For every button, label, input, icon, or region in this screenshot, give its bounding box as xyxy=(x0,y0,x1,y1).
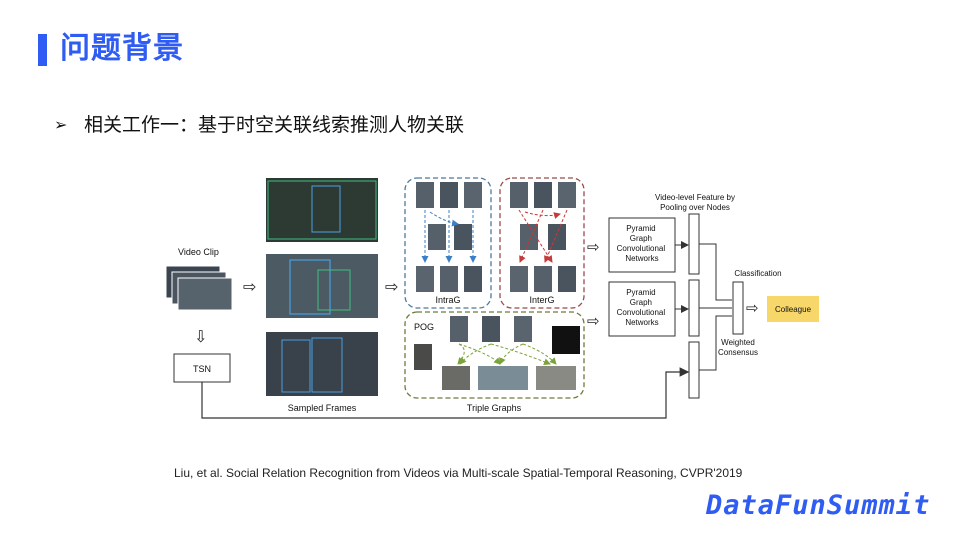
pog-label: POG xyxy=(414,322,434,332)
pgcn2-line2: Graph xyxy=(630,298,652,307)
result-box xyxy=(767,296,819,322)
interg-box xyxy=(499,177,585,309)
intrag-box xyxy=(404,177,492,309)
pog-box xyxy=(404,311,585,399)
sampled-frames xyxy=(266,178,378,396)
pgcn1-line3: Convolutional xyxy=(617,244,666,253)
consensus-bar xyxy=(732,281,744,335)
bullet-arrow-icon: ➢ xyxy=(54,115,68,134)
weighted-label-line1: Weighted xyxy=(721,338,755,347)
pgcn1-line1: Pyramid xyxy=(626,224,655,233)
tsn-box xyxy=(173,353,231,383)
feature-bar-2 xyxy=(688,279,700,337)
bullet-text: 相关工作一：基于时空关联线索推测人物关联 xyxy=(84,114,465,136)
brand-logo-text: DataFunSummit xyxy=(706,490,931,521)
tsn-skip-connection xyxy=(201,367,690,419)
pog-edges xyxy=(457,343,557,366)
feature-bar-3 xyxy=(688,341,700,399)
video-feature-label-line1: Video-level Feature by xyxy=(655,193,735,202)
feature-bar-1 xyxy=(688,213,700,275)
intrag-nodes xyxy=(416,182,482,292)
video-clip-label: Video Clip xyxy=(178,247,219,257)
pgcn-box-1 xyxy=(608,217,676,273)
tsn-label: TSN xyxy=(193,364,211,374)
video-clip-stack xyxy=(165,265,233,311)
intrag-edges xyxy=(421,210,477,263)
arrow-frames-to-graphs: ⇨ xyxy=(385,277,398,296)
pgcn1-line4: Networks xyxy=(625,254,658,263)
pgcn2-line4: Networks xyxy=(625,318,658,327)
intrag-label: IntraG xyxy=(435,295,460,305)
pgcn1-line2: Graph xyxy=(630,234,652,243)
classification-label: Classification xyxy=(734,269,781,278)
video-feature-label-line2: Pooling over Nodes xyxy=(660,203,730,212)
pgcn2-line3: Convolutional xyxy=(617,308,666,317)
interg-edges xyxy=(518,209,568,263)
title-accent-bar xyxy=(38,34,47,66)
interg-label: InterG xyxy=(529,295,554,305)
arrow-clip-to-frames: ⇨ xyxy=(243,277,256,296)
svg-text:Pyramid Graph Convolut: Pyramid Graph Convolutional Networks xyxy=(617,224,668,263)
citation: Liu, et al. Social Relation Recognition … xyxy=(174,466,743,480)
sampled-frames-label: Sampled Frames xyxy=(288,403,357,413)
arrow-graphs-to-pgcn-2: ⇨ xyxy=(587,312,600,330)
result-label: Colleague xyxy=(775,305,812,314)
interg-nodes xyxy=(510,182,576,292)
pgcn2-line1: Pyramid xyxy=(626,288,655,297)
page-title: 问题背景 xyxy=(60,31,184,66)
triple-graphs-label: Triple Graphs xyxy=(467,403,522,413)
arrow-graphs-to-pgcn-1: ⇨ xyxy=(587,238,600,256)
svg-text:Pyramid Graph Convolut: Pyramid Graph Convolutional Networks xyxy=(617,288,668,327)
arrow-to-result: ⇨ xyxy=(746,299,759,317)
pog-nodes xyxy=(414,316,580,390)
weighted-label-line2: Consensus xyxy=(718,348,758,357)
arrow-clip-to-tsn: ⇩ xyxy=(194,327,207,346)
